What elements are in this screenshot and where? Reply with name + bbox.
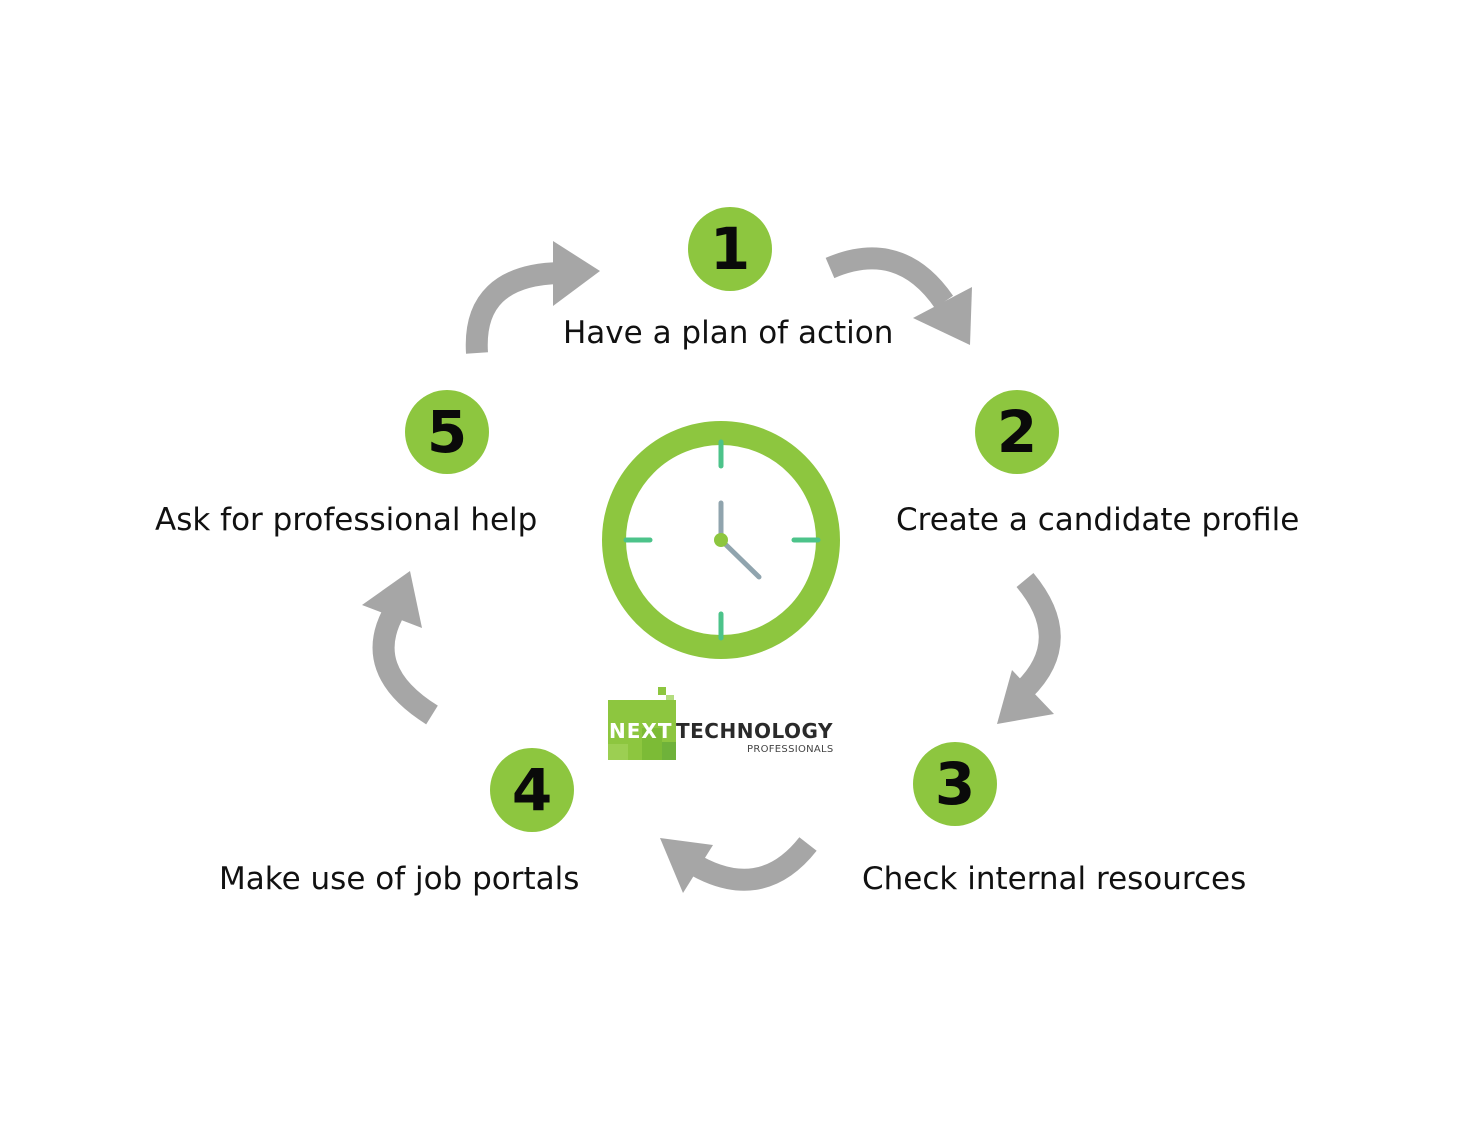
step-5-badge: 5 (405, 390, 489, 474)
step-5-number: 5 (426, 398, 468, 466)
arrowhead-4-to-5-icon (362, 571, 422, 628)
company-logo: NEXT TECHNOLOGY PROFESSIONALS (600, 684, 852, 768)
step-4-label: Make use of job portals (219, 861, 580, 897)
step-5-label: Ask for professional help (155, 502, 538, 538)
arrowhead-5-to-1-icon (553, 241, 600, 306)
step-3-label: Check internal resources (862, 861, 1247, 897)
arrow-1-to-2-icon (825, 247, 954, 309)
step-1-badge: 1 (688, 207, 772, 291)
arrow-5-to-1-icon (465, 262, 561, 354)
step-2-badge: 2 (975, 390, 1059, 474)
step-2-number: 2 (996, 398, 1038, 466)
step-2-label: Create a candidate profile (896, 502, 1300, 538)
step-1-label: Have a plan of action (563, 315, 894, 351)
logo-word-technology: TECHNOLOGY (676, 719, 833, 743)
arrowhead-3-to-4-icon (660, 838, 713, 893)
arrow-2-to-3-icon (1016, 572, 1061, 698)
logo-mark-icon (608, 687, 676, 760)
step-3-number: 3 (934, 750, 976, 818)
arrowhead-2-to-3-icon (997, 670, 1054, 724)
arrowhead-1-to-2-icon (913, 287, 972, 345)
step-4-number: 4 (511, 756, 553, 824)
step-3-badge: 3 (913, 742, 997, 826)
logo-word-next: NEXT (609, 719, 673, 743)
step-1-number: 1 (709, 215, 751, 283)
logo-tagline: PROFESSIONALS (747, 744, 834, 755)
arrow-4-to-5-icon (372, 604, 439, 725)
arrow-3-to-4-icon (684, 836, 817, 891)
clock-icon (602, 421, 840, 659)
step-4-badge: 4 (490, 748, 574, 832)
